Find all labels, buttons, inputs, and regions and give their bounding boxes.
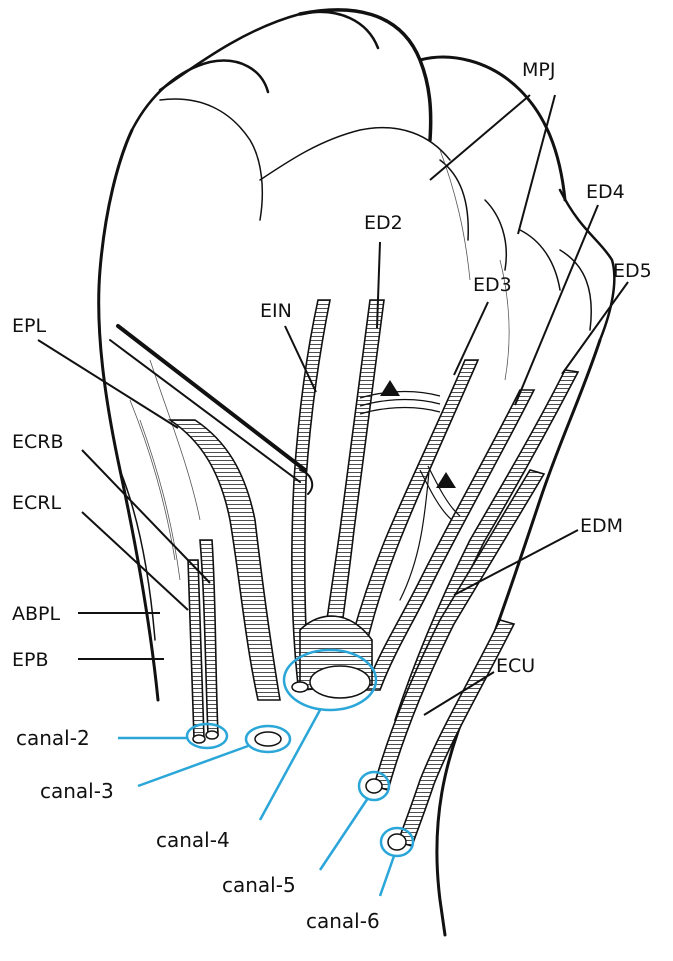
label-ed2: ED2: [364, 212, 403, 234]
label-ed5: ED5: [613, 260, 652, 282]
label-canal-3: canal-3: [40, 779, 114, 803]
label-edm: EDM: [580, 515, 623, 537]
epl-rod: [110, 326, 312, 494]
label-ein: EIN: [260, 300, 292, 322]
label-ed3: ED3: [473, 274, 512, 296]
label-mpj: MPJ: [522, 59, 555, 81]
label-ecu: ECU: [496, 655, 535, 677]
tendon-ecrl: [188, 560, 204, 738]
tendon-ecu: [398, 620, 514, 846]
label-canal-4: canal-4: [156, 828, 230, 852]
label-ecrl: ECRL: [12, 492, 61, 514]
triangle-icon: [436, 472, 456, 488]
triangle-icon: [380, 380, 400, 396]
tendon-ends: [193, 666, 406, 850]
label-epl: EPL: [12, 315, 46, 337]
label-ecrb: ECRB: [12, 431, 64, 453]
label-canal-6: canal-6: [306, 909, 380, 933]
canal-labels: canal-2 canal-3 canal-4 canal-5 canal-6: [16, 726, 380, 933]
label-ed4: ED4: [586, 181, 625, 203]
fascia-lines: [130, 150, 509, 580]
label-canal-5: canal-5: [222, 873, 296, 897]
label-canal-2: canal-2: [16, 726, 90, 750]
label-abpl: ABPL: [12, 603, 60, 625]
label-epb: EPB: [12, 649, 49, 671]
